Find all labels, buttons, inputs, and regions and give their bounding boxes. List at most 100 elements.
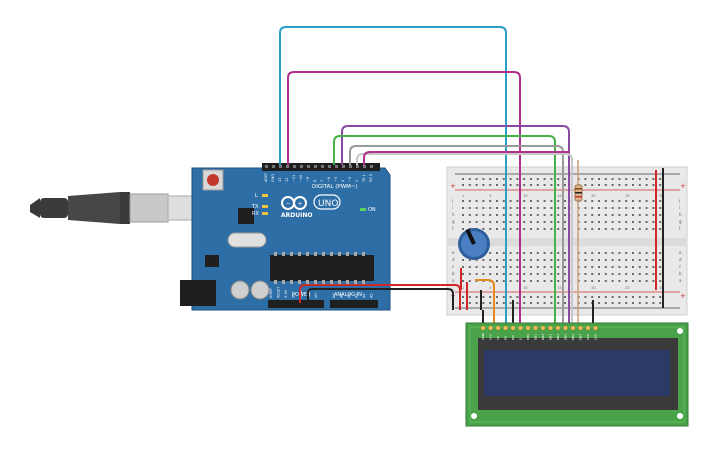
lcd-pin[interactable] — [555, 325, 561, 331]
breadboard-hole[interactable] — [557, 228, 560, 230]
lcd-pin[interactable] — [517, 325, 524, 331]
breadboard-hole[interactable] — [638, 184, 641, 186]
breadboard-hole[interactable] — [638, 273, 641, 275]
breadboard-hole[interactable] — [475, 259, 478, 261]
breadboard-hole[interactable] — [509, 178, 512, 180]
breadboard-hole[interactable] — [645, 184, 648, 186]
breadboard-hole[interactable] — [482, 228, 485, 230]
breadboard-hole[interactable] — [625, 207, 628, 209]
breadboard-hole[interactable] — [475, 302, 478, 304]
breadboard-hole[interactable] — [645, 266, 648, 268]
breadboard-hole[interactable] — [502, 259, 505, 261]
breadboard-hole[interactable] — [550, 296, 553, 298]
breadboard-hole[interactable] — [584, 252, 587, 254]
breadboard-hole[interactable] — [468, 266, 471, 268]
breadboard-hole[interactable] — [659, 207, 662, 209]
wires[interactable] — [279, 26, 664, 325]
breadboard-hole[interactable] — [591, 200, 594, 202]
breadboard-hole[interactable] — [496, 207, 498, 209]
breadboard-hole[interactable] — [598, 207, 600, 209]
breadboard-hole[interactable] — [659, 184, 662, 186]
breadboard-hole[interactable] — [598, 266, 600, 268]
breadboard-hole[interactable] — [482, 214, 485, 216]
power-pin-header[interactable] — [268, 300, 324, 308]
breadboard-hole[interactable] — [489, 214, 492, 216]
breadboard-hole[interactable] — [564, 266, 566, 268]
breadboard-hole[interactable] — [638, 266, 641, 268]
breadboard-hole[interactable] — [564, 302, 566, 304]
breadboard-hole[interactable] — [496, 280, 498, 282]
breadboard-hole[interactable] — [652, 280, 655, 282]
breadboard-hole[interactable] — [645, 252, 648, 254]
breadboard-hole[interactable] — [645, 259, 648, 261]
breadboard-hole[interactable] — [550, 273, 553, 275]
breadboard-hole[interactable] — [475, 184, 478, 186]
breadboard-hole[interactable] — [564, 273, 566, 275]
breadboard-hole[interactable] — [482, 184, 485, 186]
breadboard-hole[interactable] — [632, 302, 634, 304]
breadboard-hole[interactable] — [496, 228, 498, 230]
breadboard-hole[interactable] — [557, 259, 560, 261]
breadboard-hole[interactable] — [468, 280, 471, 282]
breadboard-hole[interactable] — [659, 280, 662, 282]
breadboard-hole[interactable] — [632, 184, 634, 186]
breadboard-hole[interactable] — [618, 184, 621, 186]
breadboard-hole[interactable] — [645, 296, 648, 298]
breadboard-hole[interactable] — [496, 200, 498, 202]
breadboard-hole[interactable] — [530, 259, 532, 261]
breadboard-hole[interactable] — [625, 266, 628, 268]
breadboard-hole[interactable] — [523, 184, 526, 186]
breadboard-hole[interactable] — [625, 296, 628, 298]
breadboard-hole[interactable] — [462, 184, 464, 186]
breadboard-hole[interactable] — [652, 178, 655, 180]
breadboard-hole[interactable] — [502, 221, 505, 223]
breadboard-hole[interactable] — [659, 296, 662, 298]
breadboard-hole[interactable] — [543, 207, 546, 209]
breadboard-hole[interactable] — [591, 178, 594, 180]
breadboard-hole[interactable] — [468, 296, 471, 298]
breadboard-hole[interactable] — [591, 259, 594, 261]
breadboard-hole[interactable] — [557, 280, 560, 282]
breadboard-hole[interactable] — [482, 178, 485, 180]
lcd-pin[interactable] — [502, 325, 509, 331]
breadboard-hole[interactable] — [543, 184, 546, 186]
breadboard-hole[interactable] — [659, 259, 662, 261]
breadboard-hole[interactable] — [516, 200, 519, 202]
breadboard-hole[interactable] — [502, 302, 505, 304]
breadboard-hole[interactable] — [611, 200, 614, 202]
breadboard-hole[interactable] — [502, 228, 505, 230]
wire-magenta-d2[interactable] — [363, 151, 570, 165]
breadboard-hole[interactable] — [618, 302, 621, 304]
breadboard-hole[interactable] — [659, 221, 662, 223]
wire-black-gnd[interactable] — [307, 288, 454, 310]
breadboard-hole[interactable] — [584, 273, 587, 275]
breadboard-hole[interactable] — [482, 302, 485, 304]
breadboard-hole[interactable] — [652, 302, 655, 304]
breadboard-hole[interactable] — [523, 221, 526, 223]
breadboard-hole[interactable] — [536, 228, 539, 230]
breadboard-hole[interactable] — [530, 221, 532, 223]
breadboard-hole[interactable] — [618, 178, 621, 180]
breadboard-hole[interactable] — [523, 273, 526, 275]
breadboard-hole[interactable] — [496, 266, 498, 268]
breadboard-hole[interactable] — [536, 200, 539, 202]
breadboard-hole[interactable] — [604, 252, 607, 254]
breadboard-hole[interactable] — [659, 302, 662, 304]
breadboard-hole[interactable] — [536, 280, 539, 282]
breadboard-hole[interactable] — [468, 214, 471, 216]
breadboard-hole[interactable] — [625, 280, 628, 282]
breadboard-hole[interactable] — [584, 207, 587, 209]
breadboard-hole[interactable] — [543, 228, 546, 230]
breadboard-hole[interactable] — [543, 221, 546, 223]
breadboard-hole[interactable] — [591, 214, 594, 216]
breadboard-hole[interactable] — [645, 178, 648, 180]
breadboard-hole[interactable] — [618, 200, 621, 202]
breadboard-hole[interactable] — [530, 252, 532, 254]
breadboard-hole[interactable] — [652, 184, 655, 186]
breadboard-hole[interactable] — [468, 259, 471, 261]
breadboard-hole[interactable] — [557, 178, 560, 180]
breadboard-hole[interactable] — [516, 228, 519, 230]
breadboard-hole[interactable] — [468, 273, 471, 275]
breadboard-hole[interactable] — [489, 221, 492, 223]
